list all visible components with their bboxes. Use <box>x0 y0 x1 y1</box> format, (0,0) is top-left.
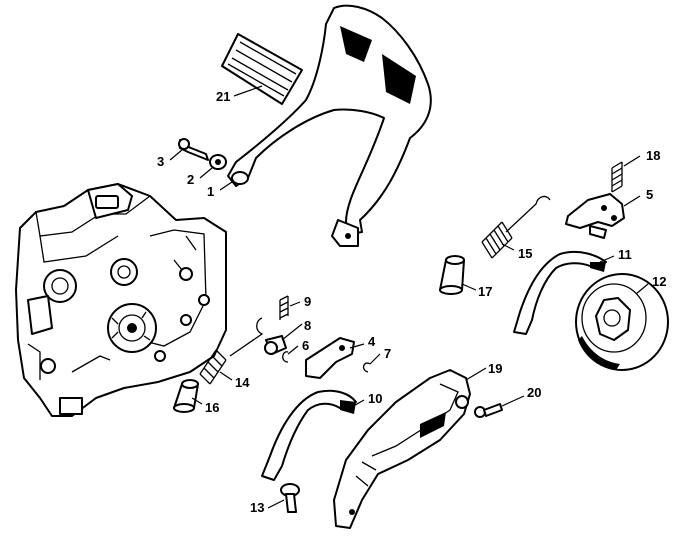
callout-13: 13 <box>250 500 264 515</box>
callout-4: 4 <box>368 334 376 349</box>
callout-20: 20 <box>527 385 541 400</box>
leader-19 <box>465 367 487 381</box>
leader-17 <box>461 283 477 291</box>
leader-14 <box>219 371 233 381</box>
callout-labels: 21 3 2 1 18 5 15 11 12 17 9 8 6 4 7 14 1… <box>157 89 666 515</box>
leader-4 <box>349 343 365 349</box>
leader-11 <box>599 255 615 263</box>
callout-21: 21 <box>216 89 230 104</box>
callout-18: 18 <box>646 148 660 163</box>
leader-8 <box>281 323 303 341</box>
leader-2 <box>199 167 213 179</box>
sleeve-16 <box>173 379 199 413</box>
leader-15 <box>501 243 515 251</box>
leader-16 <box>191 397 203 405</box>
callout-8: 8 <box>304 318 311 333</box>
callout-9: 9 <box>304 294 311 309</box>
leader-9 <box>289 301 301 307</box>
leader-18 <box>623 155 641 167</box>
lever-4 <box>305 337 355 379</box>
callout-3: 3 <box>157 154 164 169</box>
callout-10: 10 <box>368 391 382 406</box>
spring-18 <box>611 161 623 193</box>
callout-5: 5 <box>646 187 653 202</box>
leader-1 <box>219 181 233 191</box>
leader-12 <box>635 283 649 295</box>
screw-20 <box>474 403 503 418</box>
clutch-drum-12 <box>575 273 669 371</box>
pin-8 <box>264 335 287 355</box>
screw-13 <box>280 483 300 513</box>
leader-21 <box>233 85 263 97</box>
leader-3 <box>169 149 183 161</box>
leader-20 <box>501 395 525 407</box>
clip-7 <box>362 362 371 373</box>
lever-assembly-5 <box>565 193 625 239</box>
sprocket-cover-19 <box>333 369 471 529</box>
callout-19: 19 <box>488 361 502 376</box>
engine-housing <box>15 183 227 417</box>
leader-6 <box>287 345 299 355</box>
callout-16: 16 <box>205 400 219 415</box>
spring-15 <box>481 195 551 259</box>
callout-15: 15 <box>518 246 532 261</box>
bushing-2 <box>209 154 227 170</box>
callout-11: 11 <box>618 247 632 262</box>
leader-lines <box>169 85 649 509</box>
spring-14 <box>199 317 264 385</box>
callout-2: 2 <box>187 172 194 187</box>
callout-1: 1 <box>207 184 214 199</box>
leader-13 <box>267 499 285 509</box>
callout-17: 17 <box>478 284 492 299</box>
washer-6 <box>282 351 289 363</box>
brake-band-10 <box>261 389 357 481</box>
callout-12: 12 <box>652 274 666 289</box>
callout-7: 7 <box>384 346 391 361</box>
screw-3 <box>178 138 209 161</box>
sleeve-17 <box>439 255 465 295</box>
callout-6: 6 <box>302 338 309 353</box>
leader-7 <box>369 353 381 365</box>
hand-guard <box>227 4 432 247</box>
brake-band-11 <box>513 250 607 335</box>
leader-5 <box>623 195 641 207</box>
callout-14: 14 <box>235 375 250 390</box>
spring-9 <box>279 295 289 320</box>
grip-pad <box>221 33 303 105</box>
leader-10 <box>349 399 365 409</box>
